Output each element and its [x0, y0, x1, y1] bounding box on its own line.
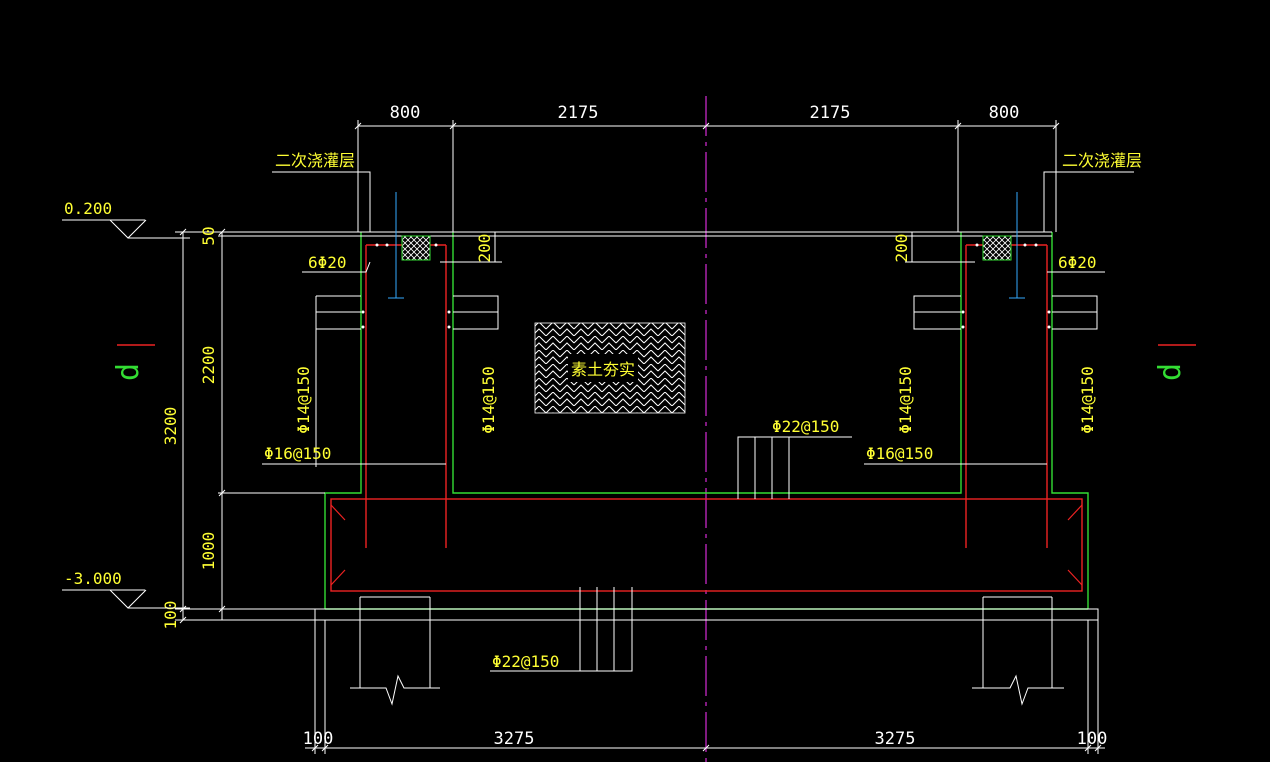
blinding-layer: [314, 608, 1099, 621]
callout-left-inner: [453, 295, 499, 330]
pile-right-break: [972, 674, 1064, 706]
rebar-phi16-left: Φ16@150: [264, 444, 331, 463]
grout-label-right: 二次浇灌层: [1062, 151, 1142, 170]
callout-left-outer: [315, 295, 361, 467]
pedestal-outline-right: [1051, 232, 1089, 609]
pile-left: [359, 596, 431, 688]
section-mark-left: d: [111, 363, 146, 381]
elevation-bottom: -3.000: [64, 569, 122, 588]
callout-right-outer: [1052, 295, 1098, 330]
callout-right-inner: [913, 295, 961, 330]
pile-right: [982, 596, 1053, 688]
rebar-dots-left: [361, 243, 451, 329]
leader-6phi20-left: [302, 261, 371, 273]
rebar-phi14-1: Φ14@150: [294, 366, 313, 433]
beam-dim-lines: [440, 232, 975, 263]
left-dimension: [175, 228, 361, 624]
left-dim-2200: 2200: [199, 346, 218, 385]
top-dim-1: 800: [390, 103, 421, 123]
grout-block-left: [401, 235, 431, 261]
rebar-phi14-4: Φ14@150: [1078, 366, 1097, 433]
top-dim-2: 2175: [558, 103, 599, 123]
pedestal-outline-left: [324, 232, 362, 609]
rebar-phi22-bottom: Φ22@150: [492, 652, 559, 671]
bottom-dim-2: 3275: [494, 729, 535, 749]
top-dimension: [354, 120, 1060, 232]
bottom-dimension: [305, 620, 1105, 754]
elevation-top: 0.200: [64, 199, 112, 218]
left-dim-3200: 3200: [161, 407, 180, 446]
leader-phi22-bottom: [490, 587, 633, 672]
dim-200-right: 200: [892, 234, 911, 263]
bottom-dim-1: 100: [303, 729, 334, 749]
rebar-phi14-3: Φ14@150: [896, 366, 915, 433]
bottom-dim-4: 100: [1077, 729, 1108, 749]
dim-200-left: 200: [475, 234, 494, 263]
pit-outline: [452, 232, 962, 494]
pile-left-break: [350, 674, 440, 706]
rebar-6phi20-left: 6Φ20: [308, 253, 347, 272]
leader-phi22-top: [737, 436, 852, 499]
top-dim-4: 800: [989, 103, 1020, 123]
grout-leader-left: [272, 171, 371, 232]
rebar-base-hooks-left: [330, 504, 346, 586]
left-dim-100: 100: [161, 601, 180, 630]
bottom-dim-3: 3275: [875, 729, 916, 749]
grout-label-left: 二次浇灌层: [275, 151, 355, 170]
elevation-marker-bottom: [62, 589, 190, 609]
rebar-base-hooks-right: [1067, 504, 1083, 586]
rebar-dots-right: [961, 243, 1051, 329]
rebar-phi16-right: Φ16@150: [866, 444, 933, 463]
grout-block-right: [982, 235, 1012, 261]
rebar-base-cage: [330, 498, 1083, 592]
left-dim-1000: 1000: [199, 532, 218, 571]
rebar-6phi20-right: 6Φ20: [1058, 253, 1097, 272]
rebar-phi14-2: Φ14@150: [479, 366, 498, 433]
left-dim-50: 50: [199, 226, 218, 245]
grout-leader-right: [1043, 171, 1134, 232]
top-dim-3: 2175: [810, 103, 851, 123]
elevation-marker-top: [62, 219, 190, 239]
section-mark-right: d: [1153, 363, 1188, 381]
rebar-phi22-top: Φ22@150: [772, 417, 839, 436]
fill-label: 素土夯实: [571, 360, 635, 379]
